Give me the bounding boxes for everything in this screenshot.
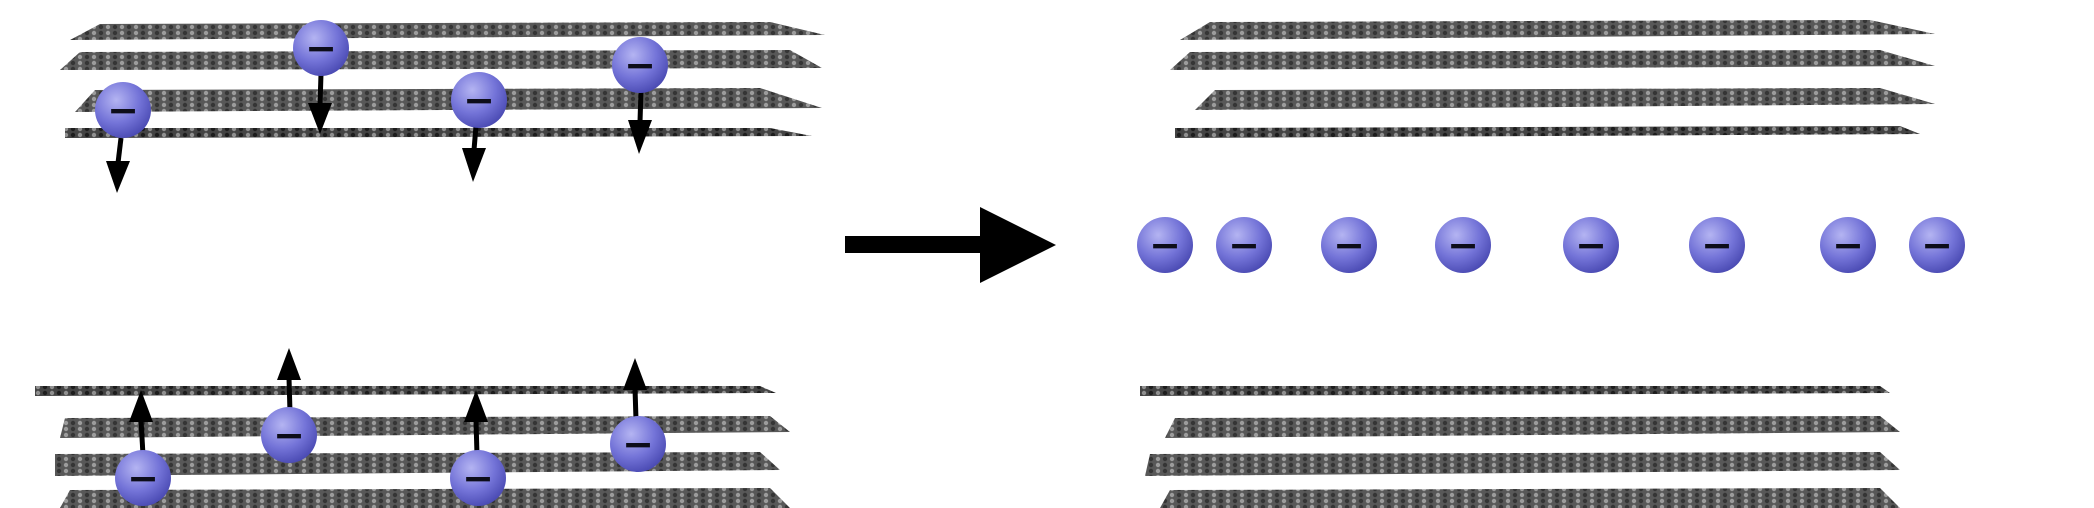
ion-sign: − — [462, 456, 494, 500]
left-top-ions: − − − − — [95, 20, 668, 138]
negative-ion-icon: − — [610, 416, 666, 472]
graphene-layer — [1195, 88, 1935, 110]
force-arrow-icon — [129, 390, 153, 456]
graphene-layer — [75, 88, 822, 112]
graphene-layer — [1175, 126, 1920, 138]
left-bottom-graphite-stack — [35, 386, 790, 508]
negative-ion-icon: − — [1689, 217, 1745, 273]
left-top-graphite-stack — [60, 22, 825, 138]
negative-ion-icon: − — [1909, 217, 1965, 273]
ion-sign: − — [624, 43, 656, 87]
graphene-layer — [1160, 488, 1900, 508]
left-bottom-ions: − − − − — [115, 407, 666, 506]
negative-ion-icon: − — [1563, 217, 1619, 273]
force-arrow-icon — [462, 125, 486, 182]
ion-sign: − — [1921, 223, 1953, 267]
graphene-layer — [1165, 416, 1900, 438]
ion-sign: − — [1447, 223, 1479, 267]
ion-sign: − — [305, 26, 337, 70]
negative-ion-icon: − — [293, 20, 349, 76]
ion-sign: − — [1832, 223, 1864, 267]
graphene-layer — [1145, 452, 1900, 476]
graphene-layer — [60, 488, 790, 508]
graphene-layer — [70, 22, 825, 40]
ion-sign: − — [107, 88, 139, 132]
negative-ion-icon: − — [451, 72, 507, 128]
right-separated-ions: − − − − − − − − — [1137, 217, 1965, 273]
force-arrow-icon — [308, 73, 332, 134]
graphene-layer — [60, 416, 790, 438]
graphene-layer — [60, 50, 822, 70]
negative-ion-icon: − — [261, 407, 317, 463]
force-arrow-icon — [628, 89, 652, 154]
negative-ion-icon: − — [115, 450, 171, 506]
ion-sign: − — [1333, 223, 1365, 267]
force-arrow-icon — [464, 390, 488, 456]
negative-ion-icon: − — [1321, 217, 1377, 273]
negative-ion-icon: − — [1137, 217, 1193, 273]
ion-sign: − — [1149, 223, 1181, 267]
ion-sign: − — [1701, 223, 1733, 267]
right-bottom-graphite-stack — [1140, 386, 1900, 508]
ion-sign: − — [1228, 223, 1260, 267]
graphene-layer — [55, 452, 780, 476]
negative-ion-icon: − — [450, 450, 506, 506]
right-arrow-icon — [845, 207, 1056, 283]
graphene-layer — [1180, 20, 1935, 40]
right-top-graphite-stack — [1170, 20, 1935, 138]
ion-sign: − — [127, 456, 159, 500]
negative-ion-icon: − — [1435, 217, 1491, 273]
negative-ion-icon: − — [95, 82, 151, 138]
graphene-layer — [1140, 386, 1890, 396]
left-top-force-arrows — [106, 73, 652, 193]
graphene-layer — [35, 386, 776, 396]
negative-ion-icon: − — [612, 37, 668, 93]
ion-sign: − — [273, 413, 305, 457]
ion-sign: − — [463, 78, 495, 122]
negative-ion-icon: − — [1820, 217, 1876, 273]
force-arrow-icon — [106, 137, 130, 193]
negative-ion-icon: − — [1216, 217, 1272, 273]
graphene-layer — [65, 128, 812, 138]
ion-sign: − — [1575, 223, 1607, 267]
graphene-layer — [1170, 50, 1935, 70]
force-arrow-icon — [277, 348, 301, 413]
ion-sign: − — [622, 422, 654, 466]
force-arrow-icon — [623, 358, 647, 421]
left-bottom-force-arrows — [129, 348, 647, 456]
